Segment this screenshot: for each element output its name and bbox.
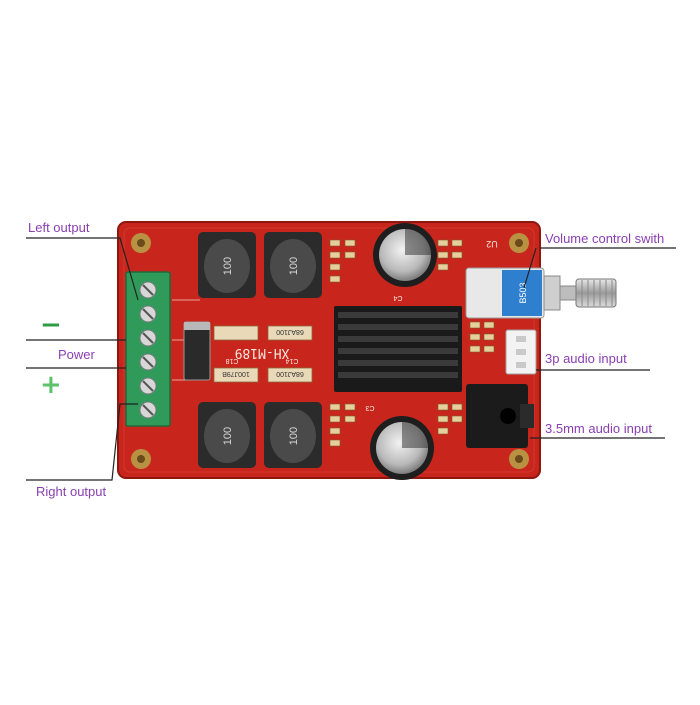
volume-control-label: Volume control swith — [545, 231, 665, 246]
potentiometer: B503 — [465, 267, 617, 319]
inductor-label: 100 — [222, 427, 234, 445]
heatsink — [334, 306, 462, 392]
inductor-label: 100 — [288, 257, 300, 275]
capacitor-c4: C4 — [373, 223, 437, 301]
audio-3p-label: 3p audio input — [545, 351, 627, 366]
cap-c18-label: C18 — [225, 357, 238, 364]
cap-c3-label: C3 — [365, 404, 374, 411]
left-output-label: Left output — [28, 220, 90, 235]
power-label: Power — [58, 347, 95, 362]
plus-sign: + — [40, 370, 62, 400]
component-marking: 68AJ100 — [276, 370, 304, 377]
capacitor-c3: C3 — [365, 404, 434, 480]
mounting-holes — [131, 233, 529, 469]
u2-label: U2 — [486, 239, 498, 249]
minus-sign: − — [40, 310, 62, 340]
inductor-label: 100 — [222, 257, 234, 275]
terminal-block — [125, 271, 171, 427]
right-output-label: Right output — [36, 484, 107, 499]
component-marking: 68AJ100 — [276, 328, 304, 335]
connector-3p — [505, 329, 537, 375]
audio-jack — [466, 384, 534, 448]
audio-35mm-label: 3.5mm audio input — [545, 421, 652, 436]
inductors: 100 100 100 100 — [198, 232, 322, 468]
smd-components: 68AJ100 100J79B 68AJ100 — [213, 239, 495, 447]
cap-c14-label: C14 — [285, 357, 298, 364]
diode — [183, 321, 211, 381]
component-marking: 100J79B — [222, 370, 250, 377]
pot-marking: B503 — [518, 282, 528, 303]
inductor-label: 100 — [288, 427, 300, 445]
cap-c4-label: C4 — [393, 294, 402, 301]
model-label: XH-M189 — [235, 345, 290, 360]
leader-lines — [26, 237, 676, 481]
